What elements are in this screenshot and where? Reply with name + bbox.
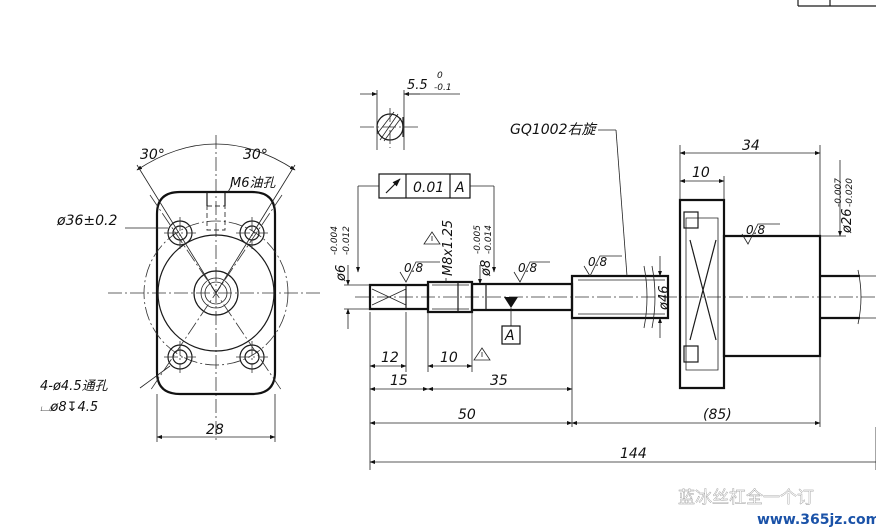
dia8-tol-upper: -0.005: [473, 225, 483, 254]
roughness-symbols: [399, 223, 780, 283]
watermark-title: 蓝冰丝杠全一个订: [678, 488, 814, 508]
warning-triangles: [423, 231, 491, 361]
dia6-label: ø6: [334, 265, 349, 282]
dim-85: (85): [703, 407, 732, 423]
holes-spec-label: 4-ø4.5通孔: [40, 379, 109, 394]
mounting-hole-br: [236, 341, 268, 373]
counterbore-spec-label: ⌴ø8↧4.5: [40, 400, 98, 415]
runout-tolerance-frame: [356, 173, 496, 273]
dim-35: 35: [490, 373, 508, 389]
dim-10: 10: [440, 350, 458, 366]
flat-tol-upper: 0: [437, 71, 443, 81]
m8-thread-label: M8x1.25: [441, 220, 456, 276]
watermark: @: [656, 484, 676, 504]
dia8-tol-lower: -0.014: [484, 225, 494, 254]
mounting-hole-tr: [236, 217, 268, 249]
flat-width-label: 5.5: [407, 78, 428, 93]
roughness-2: 0.8: [518, 261, 537, 275]
gq-label: GQ1002右旋: [510, 122, 597, 138]
dia26-label: ø26: [840, 209, 855, 235]
svg-text:@: @: [662, 490, 672, 501]
roughness-4: 0.8: [746, 223, 765, 237]
dia26-tol-lower: -0.020: [845, 178, 855, 207]
dim-144: 144: [620, 446, 647, 462]
flange-width-label: 28: [206, 422, 224, 438]
shaft-end-section: [360, 90, 460, 150]
dia26-tol-upper: -0.007: [834, 178, 844, 207]
roughness-1: 0.8: [404, 261, 423, 275]
dim-34: 34: [742, 138, 760, 154]
oil-hole-label: M6油孔: [230, 176, 276, 191]
runout-value: 0.01: [413, 180, 444, 196]
flat-tol-lower: -0.1: [434, 83, 452, 93]
dia6-tol-upper: -0.004: [330, 226, 340, 255]
mounting-hole-bl: [164, 341, 196, 373]
screw-shaft: [355, 198, 876, 390]
angle-right-label: 30°: [243, 147, 268, 163]
title-block-fragment: [797, 0, 876, 7]
dim-15: 15: [390, 373, 408, 389]
flange-diameter-label: ø36±0.2: [56, 213, 117, 229]
dim-12: 12: [381, 350, 399, 366]
runout-datum: A: [454, 180, 465, 196]
dia6-tol-lower: -0.012: [342, 226, 352, 255]
shaft-dimensions: [344, 129, 876, 470]
flange-front-view: [108, 135, 322, 442]
roughness-3: 0.8: [588, 255, 607, 269]
dia46-label: ø46: [657, 286, 672, 312]
dim-50: 50: [458, 407, 476, 423]
dim-10-top: 10: [692, 165, 710, 181]
angle-left-label: 30°: [140, 147, 165, 163]
watermark-url: www.365jz.com: [757, 512, 876, 528]
mounting-hole-tl: [164, 217, 196, 249]
dia8-label: ø8: [479, 260, 494, 277]
datum-a-label: A: [504, 328, 515, 344]
